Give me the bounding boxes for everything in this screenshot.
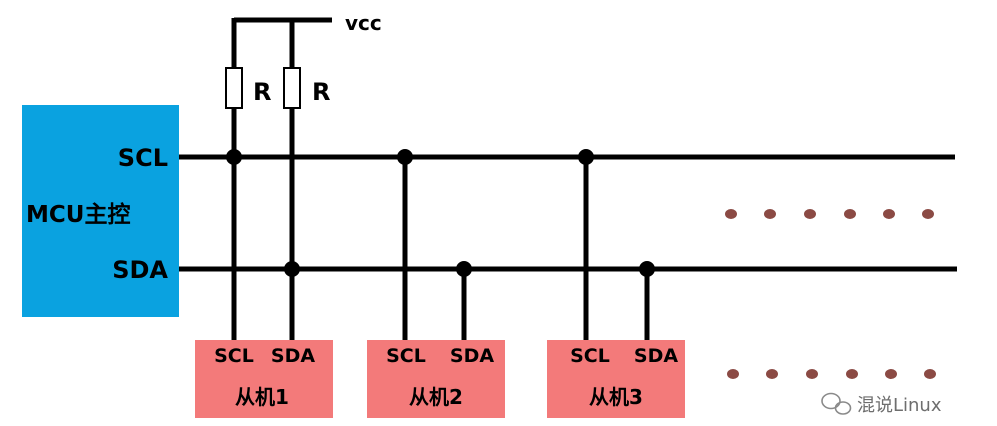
junction-dot [456,261,472,277]
wechat-icon [821,392,852,415]
resistor-1 [225,67,243,109]
slave2-block [367,340,505,418]
ellipsis-dots-upper [725,209,934,219]
mcu-block [22,105,179,317]
slave2-name: 从机2 [409,385,463,409]
mcu-scl-label: SCL [118,144,168,172]
resistor-1-label: R [253,78,271,106]
slave3-name: 从机3 [589,385,643,409]
junction-dot [284,261,300,277]
junction-dot [578,149,594,165]
slave3-scl-label: SCL [570,345,610,367]
mcu-title: MCU主控 [26,201,130,228]
slave3-block [547,340,685,418]
slave1-name: 从机1 [235,385,289,409]
watermark-text: 混说Linux [857,395,942,416]
slave3-sda-label: SDA [634,345,678,367]
slave2-scl-label: SCL [386,345,426,367]
mcu-sda-label: SDA [112,256,168,284]
vcc-label: vcc [345,11,382,35]
slave2-sda-label: SDA [450,345,494,367]
slave1-block [195,340,333,418]
resistor-2 [283,67,301,109]
resistor-2-label: R [312,78,330,106]
junction-dot [397,149,413,165]
ellipsis-dots-lower [727,369,936,379]
slave1-scl-label: SCL [214,345,254,367]
junction-dot [226,149,242,165]
junction-dot [639,261,655,277]
slave1-sda-label: SDA [271,345,315,367]
